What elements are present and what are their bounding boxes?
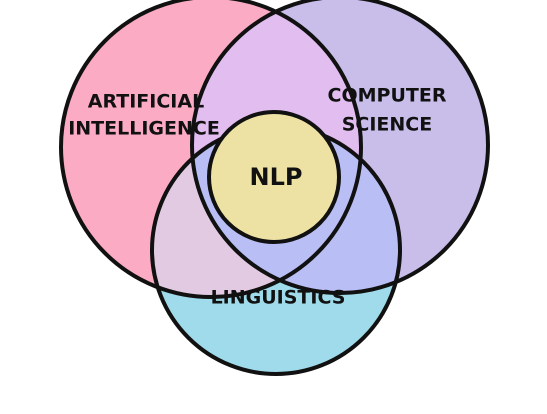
linguistics-label: LINGUISTICS — [211, 287, 346, 309]
ai-label-line2: INTELLIGENCE — [68, 118, 220, 140]
cs-label-line2: SCIENCE — [342, 114, 433, 136]
nlp-label: NLP — [250, 163, 303, 191]
ai-circle-outline — [59, 0, 363, 299]
cs-circle-outline — [190, 0, 490, 295]
nlp-center-circle — [207, 110, 341, 244]
cs-label-line1: COMPUTER — [328, 85, 447, 107]
ai-label-line1: ARTIFICIAL — [88, 91, 204, 113]
